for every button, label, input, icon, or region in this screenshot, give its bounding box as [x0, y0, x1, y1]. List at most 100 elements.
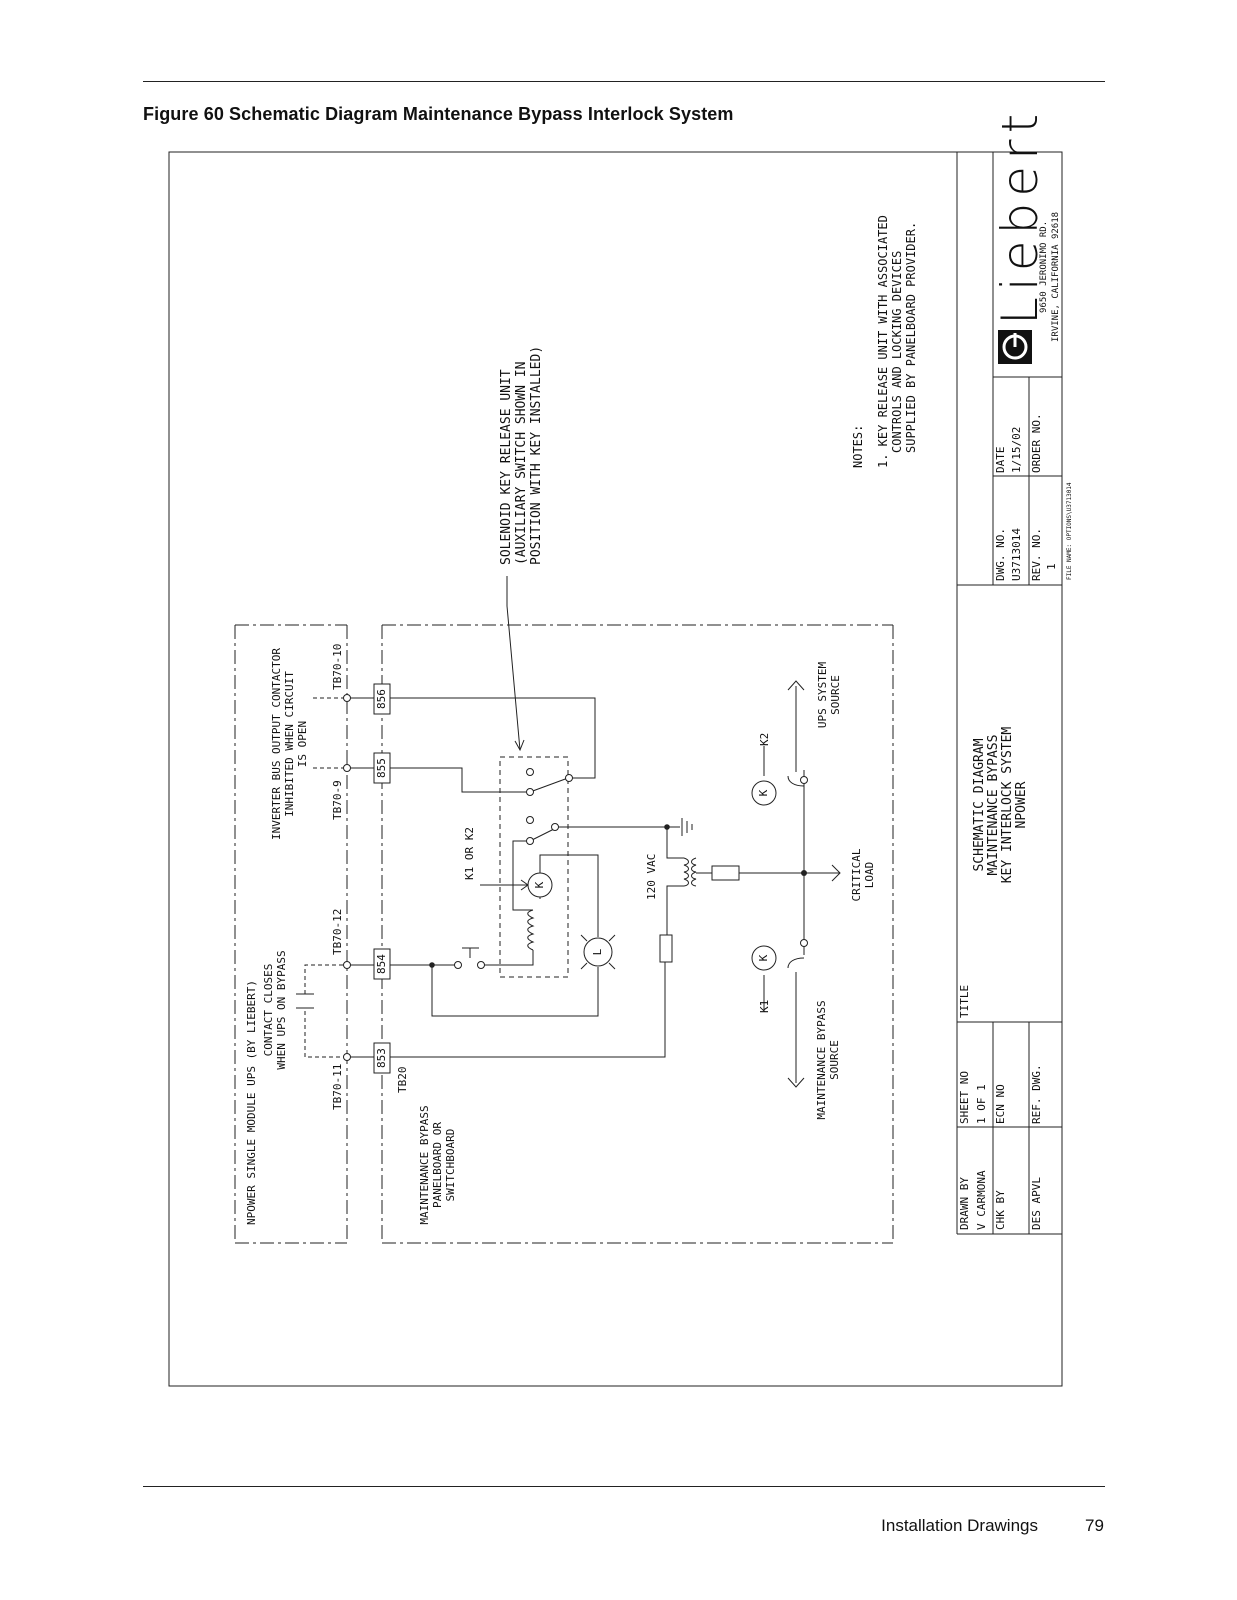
relay-k-symbol	[527, 872, 553, 898]
k1-label: K1	[758, 1000, 771, 1013]
wire-855-to-switch	[390, 767, 526, 793]
title-line-4: NPOWER	[1014, 781, 1029, 828]
aux-switch-upper	[529, 777, 569, 793]
transformer-primary	[683, 857, 689, 887]
contact-label-2: WHEN UPS ON BYPASS	[275, 950, 288, 1069]
aux-contact-1	[526, 837, 534, 845]
wire-856-to-switch	[390, 697, 596, 779]
fuse-vertical	[659, 934, 673, 963]
lamp-letter: L	[591, 948, 604, 955]
voltage-label: 120 VAC	[645, 854, 658, 900]
inverter-label-1: INVERTER BUS OUTPUT CONTACTOR	[270, 648, 283, 840]
footer-section: Installation Drawings	[881, 1516, 1038, 1535]
note-1-line-1: 1. KEY RELEASE UNIT WITH ASSOCIATED	[876, 215, 890, 468]
junction-bus	[801, 870, 807, 876]
node-tb70-11	[343, 1053, 351, 1061]
tb20-label: TB20	[396, 1067, 409, 1094]
dwg-no-label: DWG. NO.	[994, 528, 1007, 581]
aux-contact-5	[526, 768, 534, 776]
title-line-1: SCHEMATIC DIAGRAM	[972, 738, 987, 871]
order-no-label: ORDER NO.	[1030, 413, 1043, 473]
pushbutton-contact-b	[477, 961, 485, 969]
k1-contact-dot	[800, 939, 808, 947]
rev-no-value: 1	[1045, 563, 1058, 570]
contact-label-1: CONTACT CLOSES	[262, 964, 275, 1057]
page-number: 79	[1085, 1516, 1104, 1535]
ecn-no-label: ECN NO	[994, 1084, 1007, 1124]
date-value: 1/15/02	[1010, 427, 1023, 473]
company-address-2: IRVINE, CALIFORNIA 92618	[1051, 212, 1061, 342]
drawn-by-value: V CARMONA	[975, 1170, 988, 1230]
k2-label: K2	[758, 733, 771, 746]
des-apvl-label: DES APVL	[1030, 1177, 1043, 1230]
junction-ground	[664, 824, 670, 830]
k1-coil-symbol	[751, 945, 777, 971]
solenoid-leader	[506, 576, 521, 751]
terminal-854: 854	[375, 954, 388, 974]
wire-coil-to-relay	[512, 840, 533, 911]
node-tb70-12	[343, 961, 351, 969]
company-name: Liebert	[991, 108, 1049, 325]
terminal-856: 856	[375, 689, 388, 709]
critical-load-label-1: CRITICAL	[850, 848, 863, 901]
junction-854	[429, 962, 435, 968]
sheet-no-value: 1 OF 1	[975, 1084, 988, 1124]
k2-contact-hook	[787, 775, 805, 787]
node-tb70-10	[343, 694, 351, 702]
relay-k-letter: K	[533, 881, 546, 888]
drawing-border	[168, 151, 1063, 1387]
solenoid-coil	[527, 909, 535, 951]
solenoid-label-1: SOLENOID KEY RELEASE UNIT	[499, 369, 514, 565]
wire-854-loop-lamp	[431, 965, 599, 1017]
drawn-by-label: DRAWN BY	[958, 1177, 971, 1230]
top-rule	[143, 81, 1105, 82]
title-label: TITLE	[958, 985, 971, 1018]
company-address-1: 9650 JERONIMO RD.	[1039, 221, 1049, 313]
terminal-856-box	[373, 683, 391, 715]
fuse-horizontal	[711, 865, 740, 881]
node-tb70-9	[343, 764, 351, 772]
ground-symbol	[681, 818, 693, 836]
note-1-line-2: CONTROLS AND LOCKING DEVICES	[890, 251, 904, 453]
aux-contact-2	[526, 816, 534, 824]
indicator-lamp-icon	[580, 934, 616, 970]
terminal-855-box	[373, 752, 391, 784]
title-line-3: KEY INTERLOCK SYSTEM	[1000, 727, 1015, 884]
note-1-line-3: SUPPLIED BY PANELBOARD PROVIDER.	[904, 222, 918, 453]
ups-source-arrow	[787, 680, 805, 691]
terminal-855: 855	[375, 758, 388, 778]
ref-dwg-label: REF. DWG.	[1030, 1064, 1043, 1124]
notes-heading: NOTES:	[851, 425, 865, 468]
maint-source-label-1: MAINTENANCE BYPASS	[815, 1000, 828, 1119]
liebert-logo-icon	[998, 330, 1032, 364]
file-name: FILE NAME: OPTIONS\U3713014	[1066, 482, 1073, 580]
tb70-11-label: TB70-11	[331, 1064, 344, 1110]
relay-label: K1 OR K2	[463, 827, 476, 880]
date-label: DATE	[994, 447, 1007, 474]
critical-load-label-2: LOAD	[863, 862, 876, 889]
bottom-rule	[143, 1486, 1105, 1487]
title-block	[956, 152, 1063, 1235]
tb70-10-label: TB70-10	[331, 644, 344, 690]
aux-contact-6	[565, 774, 573, 782]
terminal-853-box	[373, 1042, 391, 1074]
panel-label-2: PANELBOARD OR	[431, 1122, 444, 1208]
dwg-no-value: U3713014	[1010, 528, 1023, 581]
chk-by-label: CHK BY	[994, 1190, 1007, 1230]
tb70-12-label: TB70-12	[331, 909, 344, 955]
critical-load-arrow	[831, 864, 841, 882]
terminal-854-box	[373, 948, 391, 980]
wire-ground-to-transformer	[666, 850, 684, 859]
maint-source-arrow	[787, 1077, 805, 1088]
pushbutton-contact-a	[454, 961, 462, 969]
contact-dashed-wire	[304, 964, 347, 1058]
wire-transformer-to-fuse	[666, 885, 684, 935]
k2-coil-letter: K	[757, 789, 770, 796]
ups-label: NPOWER SINGLE MODULE UPS (BY LIEBERT)	[245, 980, 258, 1225]
k2-contact-dot	[800, 776, 808, 784]
wire-switch-to-ground	[558, 826, 680, 850]
sheet-no-label: SHEET NO	[958, 1071, 971, 1124]
aux-switch-lower	[529, 828, 555, 842]
panel-label-1: MAINTENANCE BYPASS	[418, 1105, 431, 1224]
